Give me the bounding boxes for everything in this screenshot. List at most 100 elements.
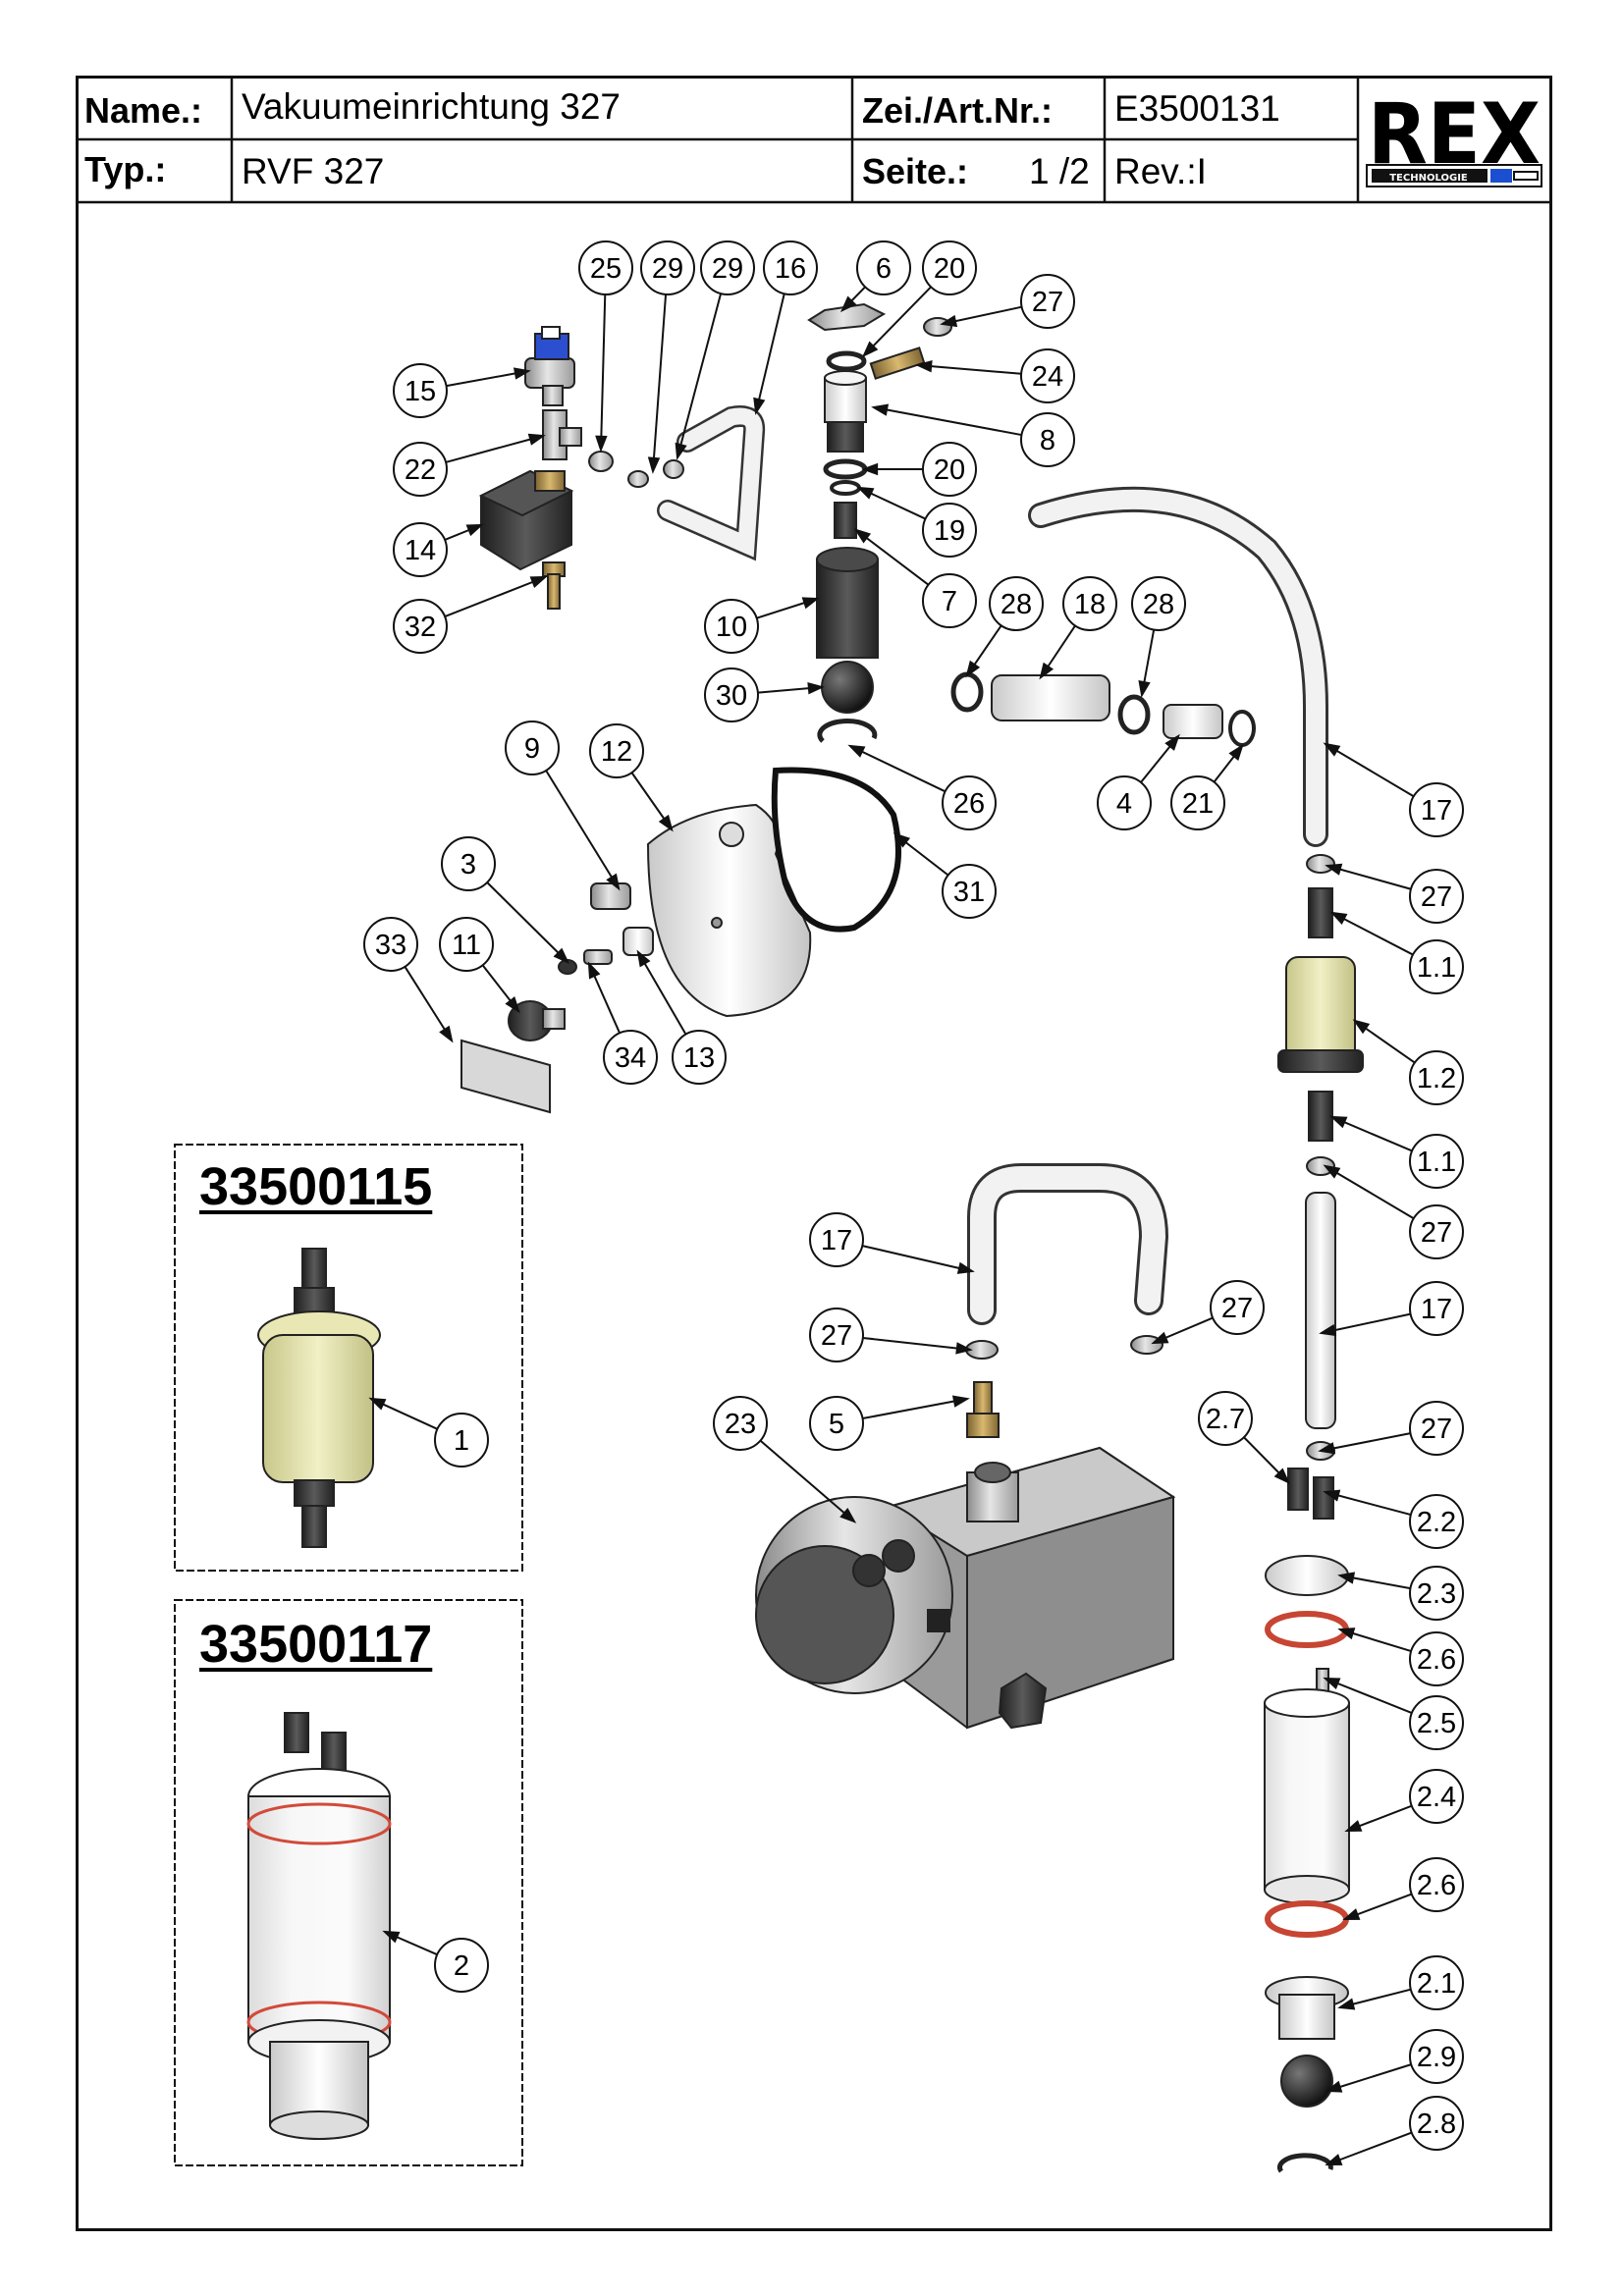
callout-number: 29 (712, 253, 743, 285)
callout-number: 2.2 (1417, 1507, 1456, 1538)
callout-19: 19 (856, 486, 977, 558)
inset-title-33500117: 33500117 (199, 1615, 433, 1674)
callout-circle (1020, 348, 1075, 403)
leader-line (1326, 865, 1412, 890)
leader-arrow (527, 433, 546, 446)
leader-line (1325, 743, 1415, 798)
callout-circle (441, 836, 496, 891)
leader-arrow (1323, 742, 1341, 757)
callout-number: 20 (934, 454, 965, 486)
leader-arrow (368, 1397, 387, 1411)
callout-10: 10 (704, 597, 820, 654)
brass-connector (966, 1381, 1000, 1438)
callout-circle (1409, 1050, 1464, 1105)
callout-circle (809, 1212, 864, 1267)
callout-circle (989, 576, 1044, 631)
callout-circle (1210, 1280, 1265, 1335)
leader-line (863, 286, 932, 356)
leader-line (755, 294, 785, 413)
leader-arrow (1329, 911, 1348, 926)
leader-arrow (1323, 1489, 1341, 1502)
leader-arrow (606, 873, 621, 891)
callout-number: 16 (775, 253, 806, 285)
check-ball (821, 661, 874, 714)
leader-arrow (529, 575, 548, 588)
callout-circle (1409, 1695, 1464, 1750)
title-block-grid (78, 78, 1550, 204)
callout-number: 12 (601, 736, 632, 768)
circlip (817, 719, 878, 743)
callout-circle (1020, 274, 1075, 329)
callout-number: 22 (405, 454, 436, 486)
callout-circle (809, 1396, 864, 1451)
callout-circle (1409, 1134, 1464, 1189)
bottom-cap (1265, 1976, 1349, 2040)
leader-arrow (893, 832, 911, 848)
leader-arrow (513, 367, 531, 380)
nipple (1287, 1468, 1309, 1511)
leader-arrow (965, 660, 981, 678)
callout-27: 27 (1325, 863, 1464, 924)
leader-arrow (553, 947, 570, 965)
callout-number: 8 (1040, 425, 1055, 456)
leader-line (862, 1245, 973, 1272)
leader-arrow (1164, 733, 1180, 751)
callout-3: 3 (441, 836, 570, 965)
leader-line (486, 881, 568, 963)
leader-line (1331, 912, 1414, 956)
callout-circle (1020, 412, 1075, 467)
nipple (1313, 1476, 1334, 1520)
pressure-switch (524, 326, 575, 406)
callout-1-1: 1.1 (1329, 911, 1464, 994)
callout-number: 27 (1221, 1293, 1253, 1324)
small-clamp (663, 459, 684, 479)
callout-27: 27 (809, 1308, 973, 1362)
callout-1: 1 (368, 1397, 489, 1468)
callout-circle (704, 599, 759, 654)
callout-28: 28 (965, 576, 1044, 678)
callout-circle (1198, 1391, 1253, 1446)
valve-housing (816, 547, 879, 659)
top-cap (1265, 1555, 1349, 1596)
leader-line (637, 951, 687, 1036)
callout-number: 30 (716, 680, 747, 712)
callout-20: 20 (861, 240, 977, 358)
page-label: Seite.: (862, 151, 969, 191)
leader-arrow (636, 949, 651, 968)
revision-value: Rev.:I (1114, 151, 1207, 191)
callout-1-2: 1.2 (1352, 1019, 1464, 1105)
svg-text:REX: REX (1368, 85, 1541, 184)
callout-6: 6 (839, 240, 911, 313)
leader-line (917, 364, 1022, 375)
callout-2-8: 2.8 (1325, 2096, 1464, 2166)
small-clamp (627, 470, 649, 488)
inset-filter-1 (257, 1248, 381, 1548)
callout-25: 25 (578, 240, 633, 453)
leader-arrow (871, 403, 890, 416)
solenoid-valve (478, 469, 574, 571)
callout-circle (1409, 869, 1464, 924)
callout-circle (434, 1938, 489, 1993)
callout-2: 2 (382, 1930, 489, 1993)
callout-28: 28 (1131, 576, 1186, 698)
callout-circle (1062, 576, 1117, 631)
callout-circle (1409, 1769, 1464, 1824)
callout-circle (942, 775, 997, 830)
callout-34: 34 (587, 961, 658, 1085)
small-fitting (588, 451, 614, 472)
callout-circle (1409, 2096, 1464, 2151)
leader-line (759, 1439, 855, 1522)
callout-circle (439, 917, 494, 972)
leader-arrow (382, 1930, 401, 1944)
leader-arrow (1273, 1468, 1291, 1485)
callout-number: 17 (821, 1225, 852, 1256)
callout-number: 2.8 (1417, 2109, 1456, 2140)
callout-21: 21 (1170, 743, 1244, 830)
leader-line (1321, 1312, 1411, 1334)
rex-logo: REX TECHNOLOGIE (1366, 85, 1542, 187)
callout-2-6: 2.6 (1337, 1628, 1464, 1686)
callout-number: 23 (725, 1409, 756, 1440)
o-ring (823, 458, 868, 480)
callout-number: 3 (460, 849, 476, 881)
leader-line (676, 293, 723, 458)
